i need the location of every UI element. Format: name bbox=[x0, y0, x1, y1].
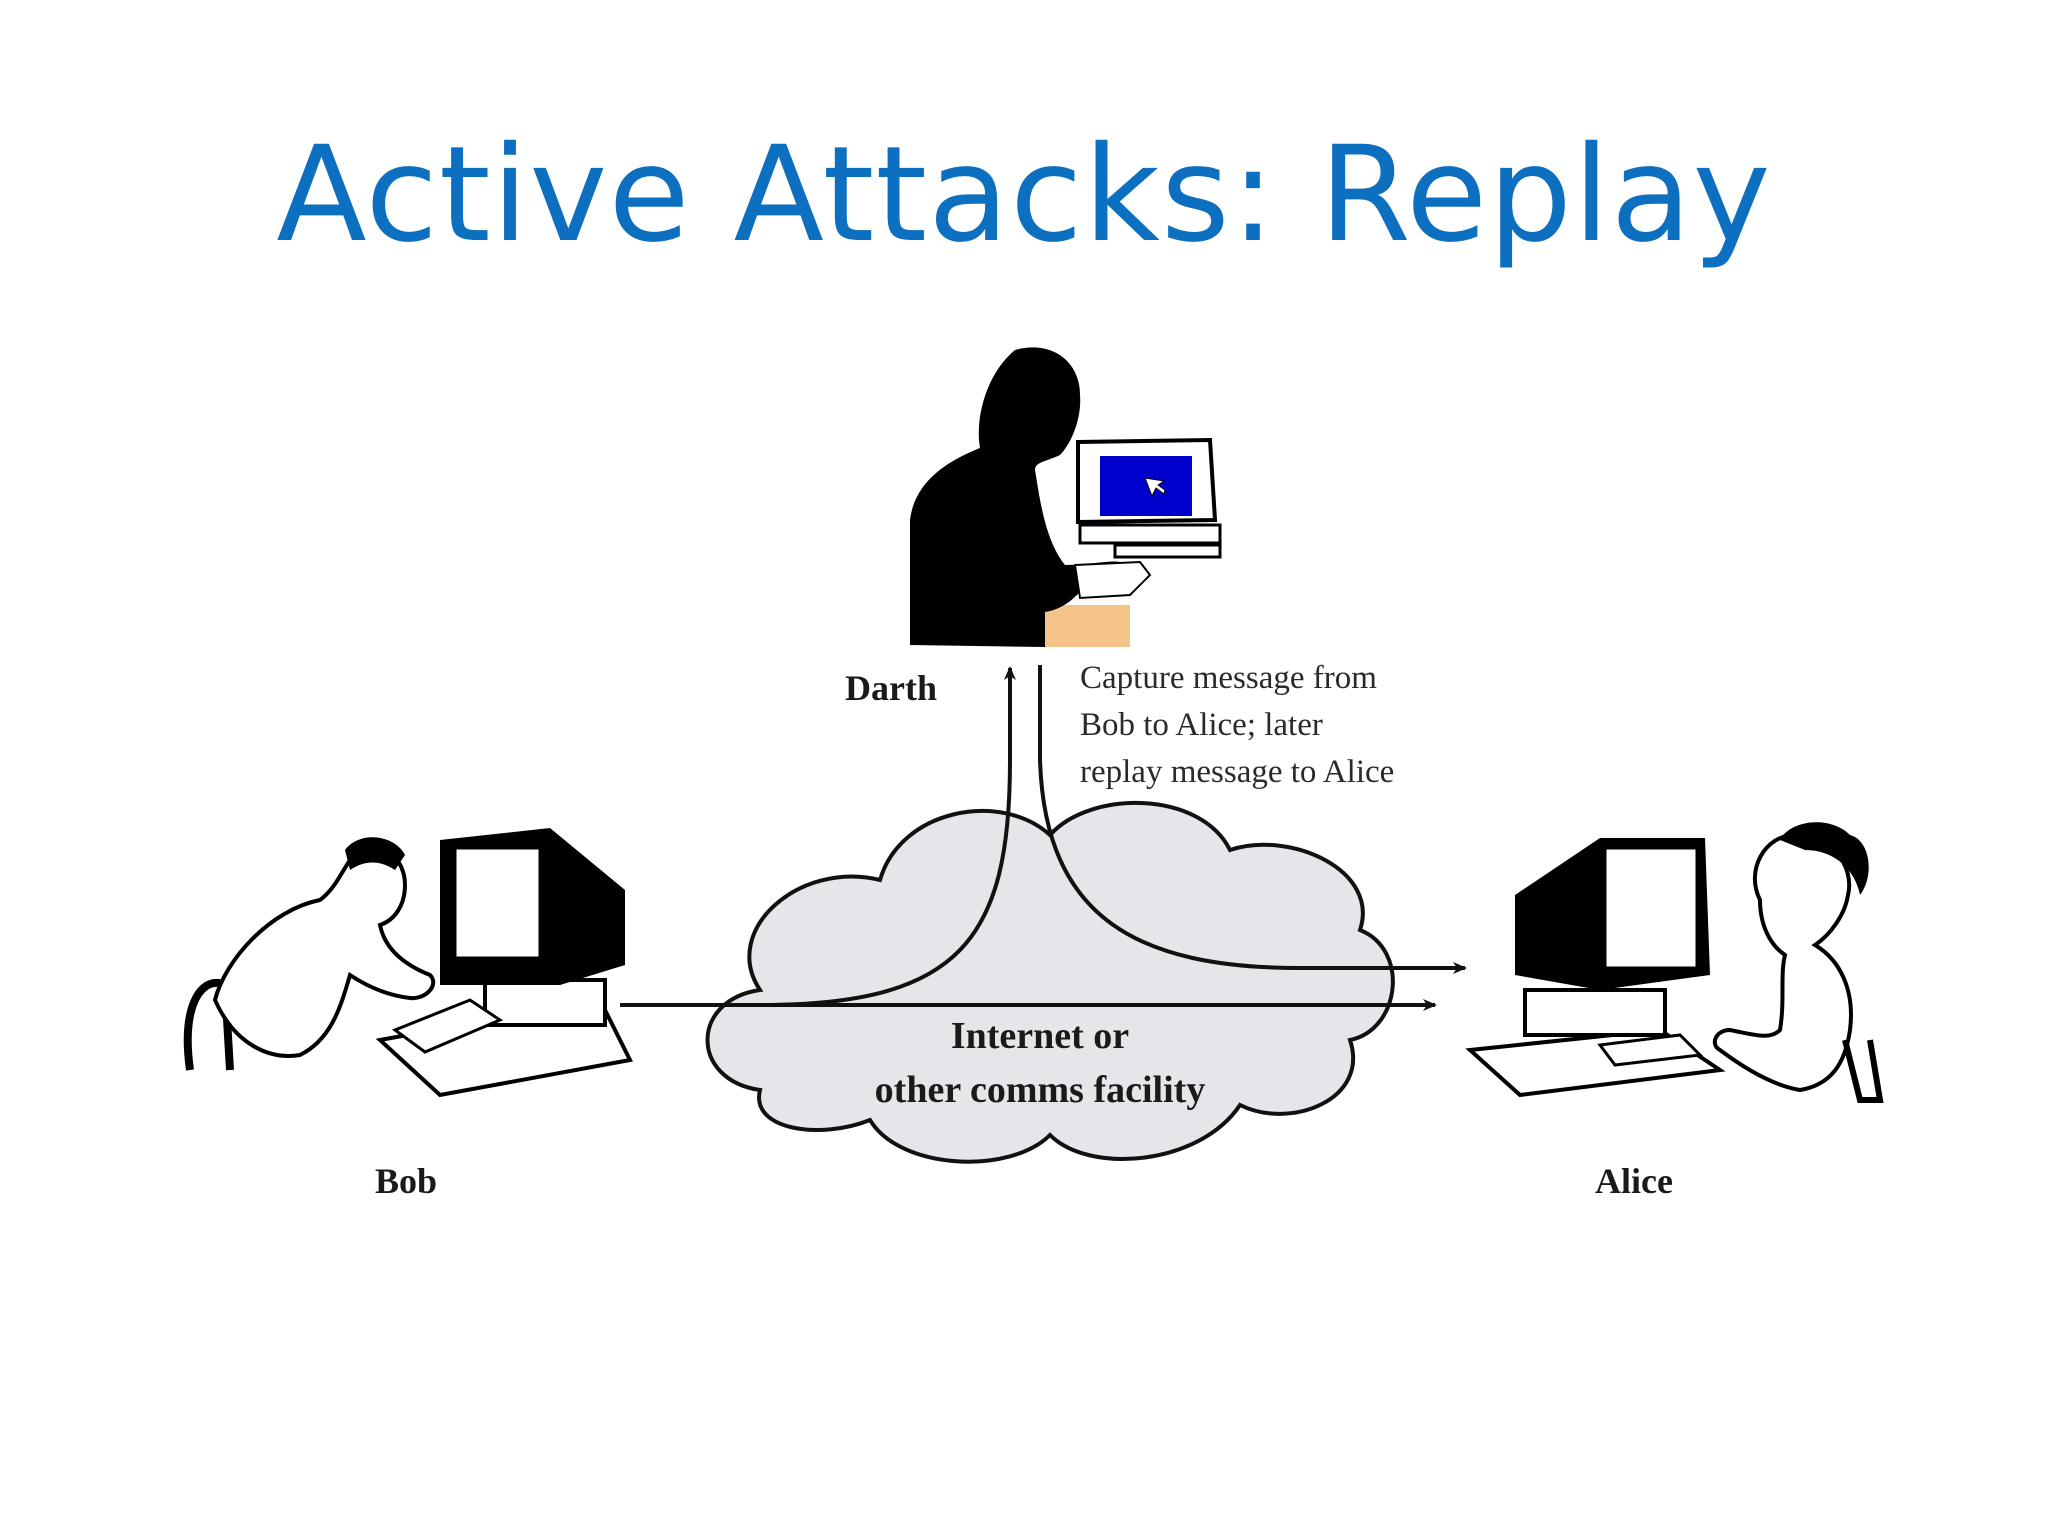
bob-figure: Bob bbox=[183, 828, 633, 1201]
slide-title: Active Attacks: Replay bbox=[276, 118, 1772, 272]
network-cloud: Internet or other comms facility bbox=[705, 801, 1395, 1164]
cloud-label-line1: Internet or bbox=[951, 1015, 1129, 1057]
replay-annotation: Capture message from Bob to Alice; later… bbox=[1080, 660, 1394, 790]
darth-label: Darth bbox=[845, 668, 937, 708]
annotation-line2: Bob to Alice; later bbox=[1080, 707, 1323, 743]
cursor-icon bbox=[1144, 477, 1166, 498]
annotation-line1: Capture message from bbox=[1080, 660, 1377, 696]
alice-figure: Alice bbox=[1465, 822, 1884, 1201]
message-arrows bbox=[620, 665, 1467, 1011]
capture-arrow bbox=[759, 666, 1016, 1007]
cloud-label-line2: other comms facility bbox=[875, 1069, 1206, 1111]
darth-figure: Darth bbox=[845, 347, 1222, 708]
alice-label: Alice bbox=[1595, 1161, 1673, 1201]
bob-label: Bob bbox=[375, 1161, 437, 1201]
replay-arrow bbox=[1038, 665, 1467, 974]
annotation-line3: replay message to Alice bbox=[1080, 754, 1394, 790]
darth-screen bbox=[1100, 456, 1192, 516]
